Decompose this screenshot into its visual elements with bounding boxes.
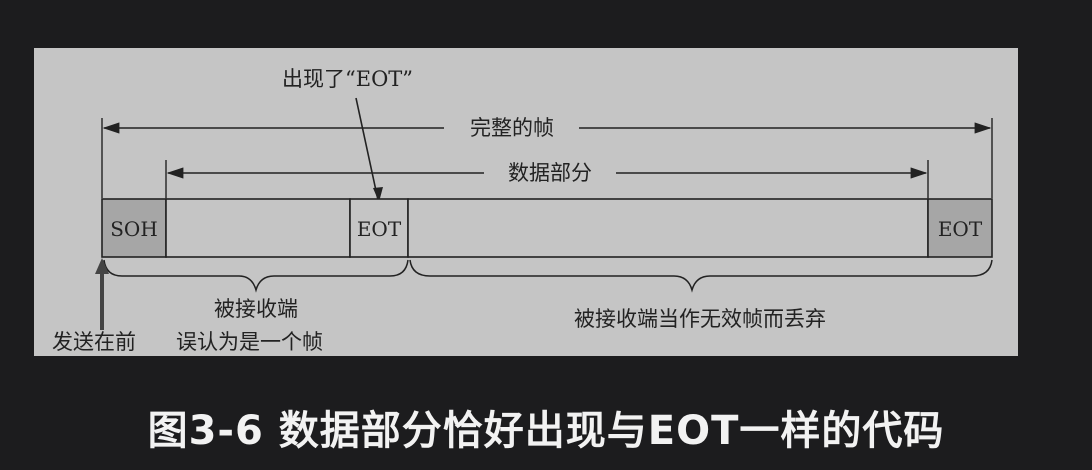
figure-caption: 图3-6 数据部分恰好出现与EOT一样的代码 bbox=[147, 408, 945, 454]
sent-first-label: 发送在前 bbox=[52, 330, 136, 354]
data-field-before-eot bbox=[165, 198, 351, 258]
callout-pointer-line bbox=[355, 97, 379, 201]
eot-end-field-label: EOT bbox=[938, 217, 983, 241]
frame-diagram: 出现了“EOT” 完整的帧 数据部分 SOH EOT EOT 被接收端 发 bbox=[52, 67, 993, 354]
full-frame-label: 完整的帧 bbox=[470, 116, 554, 140]
discard-label: 被接收端当作无效帧而丢弃 bbox=[574, 307, 826, 331]
eot-end-field bbox=[927, 198, 993, 258]
callout-arrowhead bbox=[373, 187, 383, 202]
receiver-brace bbox=[103, 259, 409, 293]
eot-in-data-label: EOT bbox=[357, 217, 402, 241]
data-field-after-eot bbox=[407, 198, 929, 258]
figure-panel: 出现了“EOT” 完整的帧 数据部分 SOH EOT EOT 被接收端 发 bbox=[34, 48, 1018, 356]
receiver-label-line2: 误认为是一个帧 bbox=[176, 330, 323, 354]
callout-eot-label: 出现了“EOT” bbox=[282, 67, 413, 91]
soh-field-label: SOH bbox=[110, 217, 158, 241]
sent-first-arrowhead bbox=[95, 258, 109, 274]
receiver-label-line1: 被接收端 bbox=[214, 297, 298, 321]
discard-brace bbox=[409, 259, 993, 293]
eot-in-data-field bbox=[349, 198, 409, 258]
data-part-label: 数据部分 bbox=[508, 161, 592, 185]
